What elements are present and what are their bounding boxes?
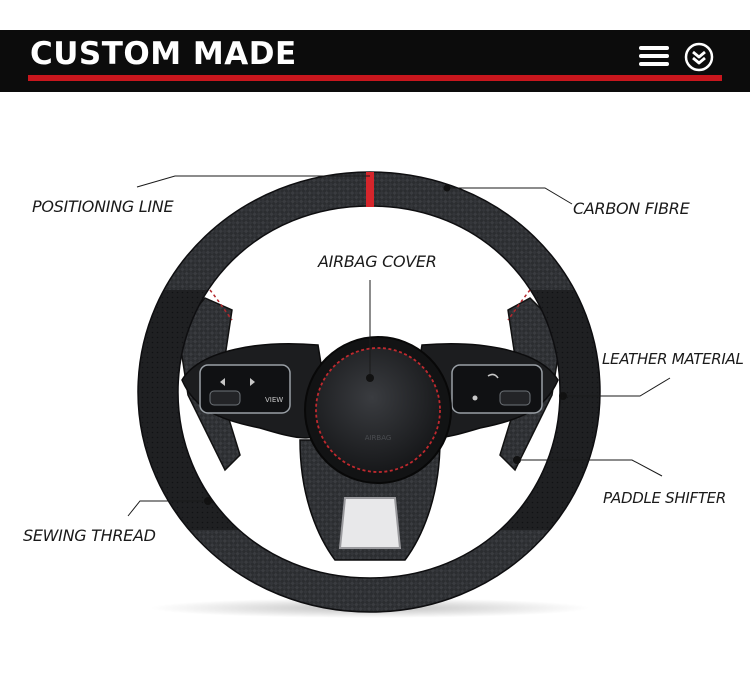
label-carbon-fibre: CARBON FIBRE: [573, 199, 690, 218]
page-title: CUSTOM MADE: [30, 36, 297, 72]
chevron-down-icon[interactable]: [684, 42, 714, 72]
menu-icon[interactable]: [638, 44, 670, 68]
label-sewing-thread: SEWING THREAD: [23, 526, 156, 545]
label-leather-material: LEATHER MATERIAL: [602, 350, 744, 368]
label-airbag-cover: AIRBAG COVER: [318, 252, 437, 271]
airbag-embossed-text: AIRBAG: [365, 434, 392, 442]
header-banner: CUSTOM MADE: [0, 30, 750, 92]
label-positioning-line: POSITIONING LINE: [32, 197, 174, 216]
label-paddle-shifter: PADDLE SHIFTER: [603, 489, 726, 507]
view-button-label: VIEW: [265, 396, 283, 404]
header-accent-bar: [28, 75, 722, 81]
